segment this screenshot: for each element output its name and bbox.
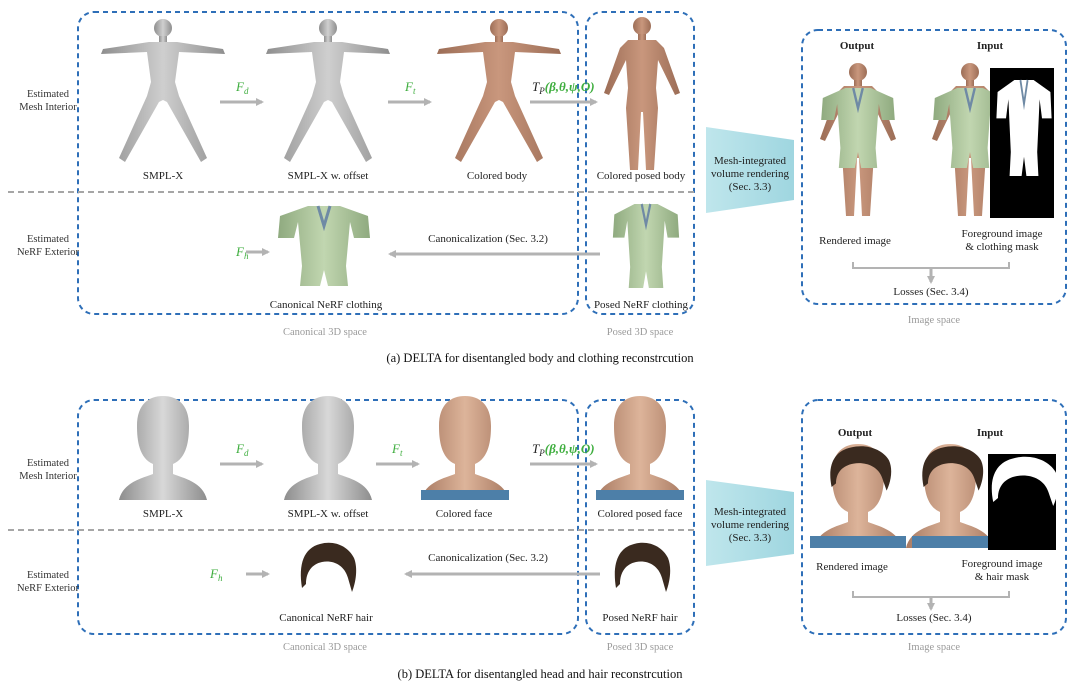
space-image: Image space (908, 315, 961, 326)
row-bottom-label-1: Estimated (27, 234, 70, 245)
panel-b: Estimated Mesh Interior Estimated NeRF E… (8, 396, 1067, 681)
input-label: Input (977, 427, 1004, 439)
rendered-image-label: Rendered image (816, 561, 888, 573)
item-smplx-offset: SMPL-X w. offset (288, 508, 369, 520)
volume-rendering-block (706, 127, 794, 213)
volume-rendering-block (706, 480, 794, 566)
panel-a: Estimated Mesh Interior Estimated NeRF E… (8, 11, 1067, 365)
colored-posed-body-icon (604, 17, 680, 170)
foreground-shirt (912, 536, 988, 548)
losses-label: Losses (Sec. 3.4) (893, 286, 968, 298)
posed-hair-icon (614, 542, 671, 592)
posed-space-box (585, 11, 695, 315)
label-fd: Fd (235, 441, 249, 458)
row-bottom-label-1: Estimated (27, 570, 70, 581)
label-ft: Ft (404, 79, 416, 96)
canonical-hair-icon (300, 542, 357, 592)
item-posed-hair: Posed NeRF hair (602, 612, 678, 624)
label-tp: TP(β,θ,ψ,O) (532, 441, 595, 458)
losses-bracket (852, 262, 1010, 269)
canonical-clothing-icon (276, 204, 372, 288)
item-colored-face: Colored face (436, 508, 493, 520)
row-bottom-label-2: NeRF Exterior (17, 583, 80, 594)
colored-face-icon (421, 396, 509, 500)
label-fd: Fd (235, 79, 249, 96)
row-top-label-1: Estimated (27, 89, 70, 100)
output-label: Output (840, 40, 875, 52)
space-canonical: Canonical 3D space (283, 327, 367, 338)
colored-posed-face-icon (596, 396, 684, 500)
image-space-box (801, 399, 1067, 635)
item-colored-posed-face: Colored posed face (598, 508, 683, 520)
row-top-label-2: Mesh Interior (19, 102, 77, 113)
item-smplx-offset: SMPL-X w. offset (288, 170, 369, 182)
item-smplx: SMPL-X (143, 170, 183, 182)
item-canonical-hair: Canonical NeRF hair (279, 612, 373, 624)
smplx-offset-head-mesh-icon (284, 396, 372, 500)
label-fh: Fh (235, 244, 249, 261)
item-canonical-clothing: Canonical NeRF clothing (270, 299, 383, 311)
image-space-box (801, 29, 1067, 305)
caption-b: (b) DELTA for disentangled head and hair… (398, 667, 684, 681)
input-label: Input (977, 40, 1004, 52)
row-top-label-1: Estimated (27, 458, 70, 469)
colored-posed-face-shirt (596, 490, 684, 500)
foreground-label-1: Foreground image (962, 228, 1043, 240)
row-bottom-label-2: NeRF Exterior (17, 247, 80, 258)
label-ft: Ft (391, 441, 403, 458)
canonicalization-label: Canonicalization (Sec. 3.2) (428, 233, 548, 245)
item-colored-posed-body: Colored posed body (597, 170, 686, 182)
item-posed-clothing: Posed NeRF clothing (594, 299, 689, 311)
losses-label: Losses (Sec. 3.4) (896, 612, 971, 624)
label-tp: TP(β,θ,ψ,O) (532, 79, 595, 96)
space-image: Image space (908, 642, 961, 653)
canonical-space-box (77, 11, 579, 315)
rendered-shirt (810, 536, 906, 548)
smplx-head-mesh-icon (119, 396, 207, 500)
space-canonical: Canonical 3D space (283, 642, 367, 653)
output-label: Output (838, 427, 873, 439)
smplx-offset-body-mesh-icon (266, 19, 390, 162)
colored-face-shirt (421, 490, 509, 500)
canonicalization-label: Canonicalization (Sec. 3.2) (428, 552, 548, 564)
smplx-body-mesh-icon (101, 19, 225, 162)
space-posed: Posed 3D space (607, 642, 674, 653)
item-smplx: SMPL-X (143, 508, 183, 520)
render-line-2: volume rendering (711, 519, 789, 531)
item-colored-body: Colored body (467, 170, 528, 182)
label-fh: Fh (209, 566, 223, 583)
posed-clothing-icon (611, 202, 681, 290)
foreground-label-2: & clothing mask (965, 241, 1039, 253)
foreground-label-1: Foreground image (962, 558, 1043, 570)
render-line-2: volume rendering (711, 168, 789, 180)
losses-bracket (852, 591, 1010, 598)
row-top-label-2: Mesh Interior (19, 471, 77, 482)
rendered-image-label: Rendered image (819, 235, 891, 247)
render-line-1: Mesh-integrated (714, 506, 787, 518)
foreground-label-2: & hair mask (975, 571, 1030, 583)
caption-a: (a) DELTA for disentangled body and clot… (386, 351, 694, 365)
render-line-3: (Sec. 3.3) (729, 532, 772, 544)
render-line-1: Mesh-integrated (714, 155, 787, 167)
space-posed: Posed 3D space (607, 327, 674, 338)
render-line-3: (Sec. 3.3) (729, 181, 772, 193)
